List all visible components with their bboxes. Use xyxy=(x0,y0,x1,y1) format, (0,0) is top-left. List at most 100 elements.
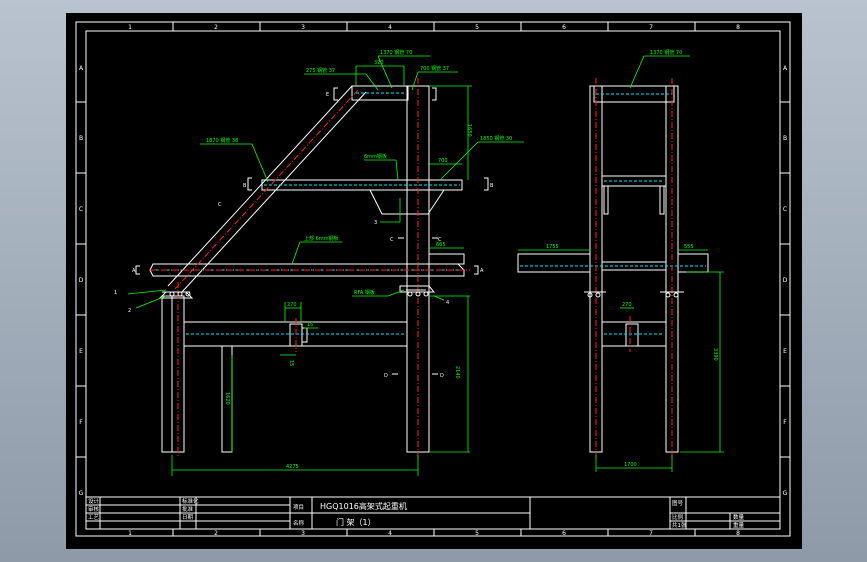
callout-top-pipe: 1370 钢管 70 xyxy=(380,49,412,56)
side-callout-top-pipe: 1370 钢管 70 xyxy=(650,49,682,56)
side-view: 1370 钢管 70 1755 555 270 3390 1700 xyxy=(517,49,724,472)
tb-project-value: HGQ1016高架式起重机 xyxy=(320,501,407,511)
dim-mid-width: 700 xyxy=(438,158,448,164)
dim-left-leg-height: 1620 xyxy=(224,392,230,405)
col-number-bottom: 1 xyxy=(128,530,132,537)
dim-joint-small-1: 15 xyxy=(307,322,313,328)
title-block: 设计 审核 工艺 标准化 批准 日期 项目 名称 HGQ1016高架式起重机 门… xyxy=(85,496,781,530)
tb-label-date: 日期 xyxy=(182,514,194,521)
side-structure xyxy=(517,85,709,453)
section-a-left: A xyxy=(132,268,136,274)
tb-label-process: 工艺 xyxy=(88,514,100,521)
tb-label-design: 设计 xyxy=(88,497,100,505)
col-number-bottom: 4 xyxy=(388,530,392,537)
part-number: 3 xyxy=(374,220,377,226)
col-number-top: 4 xyxy=(388,24,392,31)
tb-sheets: 共1张 xyxy=(672,521,687,529)
col-number-top: 8 xyxy=(736,24,740,31)
title-block-text: 设计 审核 工艺 标准化 批准 日期 项目 名称 HGQ1016高架式起重机 门… xyxy=(88,497,745,529)
col-number-bottom: 5 xyxy=(475,530,479,537)
front-dimension-text: 1370 钢管 70 275 钢管 37 320 700 钢管 37 1870 … xyxy=(206,49,512,470)
tb-label-standard: 标准化 xyxy=(182,497,199,505)
section-a-right: A xyxy=(480,268,484,274)
callout-diag-pipe: 1870 钢管 38 xyxy=(206,137,238,144)
tb-label-review: 审核 xyxy=(88,505,100,513)
callout-plate: 6mm钢板 xyxy=(364,153,387,160)
col-number-bottom: 7 xyxy=(649,530,653,537)
tb-name-label: 名称 xyxy=(293,519,305,527)
side-dim-right-arm: 555 xyxy=(684,244,694,250)
row-letter-left: G xyxy=(79,490,84,497)
row-letter-right: D xyxy=(783,277,788,284)
col-number-top: 7 xyxy=(649,24,653,31)
section-d-left: D xyxy=(384,373,388,379)
callout-mid-pipe: 1850 钢管 30 xyxy=(480,135,512,142)
section-e: E xyxy=(326,92,329,98)
part-number: 4 xyxy=(446,300,449,306)
col-number-bottom: 3 xyxy=(301,530,305,537)
part-number: 1 xyxy=(114,290,117,296)
tb-drawing-no: 图号 xyxy=(672,499,684,507)
front-section-letters: A A B B C C D D E C 1 2 3 4 xyxy=(114,92,494,379)
dim-top-width: 320 xyxy=(374,60,384,66)
side-dimension-lines xyxy=(518,55,724,472)
front-view: 1370 钢管 70 275 钢管 37 320 700 钢管 37 1870 … xyxy=(114,49,524,476)
paper xyxy=(66,13,802,549)
row-letter-left: B xyxy=(79,135,83,142)
section-c-left: C xyxy=(390,237,394,243)
col-number-top: 3 xyxy=(301,24,305,31)
zone-ticks xyxy=(76,22,790,536)
callout-bracket: RFA 钢板 xyxy=(354,289,375,296)
part-number: 2 xyxy=(128,308,131,314)
col-number-top: 5 xyxy=(475,24,479,31)
tb-name-value: 门 架（1） xyxy=(336,517,376,527)
col-number-top: 6 xyxy=(562,24,566,31)
side-dim-left-arm: 1755 xyxy=(546,244,559,250)
side-hidden-lines xyxy=(520,93,706,335)
row-letter-right: A xyxy=(783,65,788,72)
section-c-right: C xyxy=(438,237,442,243)
tb-weight: 重量 xyxy=(733,521,745,529)
zone-labels: 1 2 3 4 5 6 7 8 1 2 3 4 5 6 7 8 A B C D … xyxy=(79,24,788,537)
row-letter-left: E xyxy=(79,348,83,355)
tb-scale: 比例 xyxy=(672,513,684,521)
side-dim-joint: 270 xyxy=(622,302,632,308)
front-dimension-lines xyxy=(127,55,524,476)
dim-side-height: 1650 xyxy=(466,124,472,137)
callout-upper-pipe: 700 钢管 37 xyxy=(420,65,449,72)
row-letter-left: D xyxy=(79,277,84,284)
section-d-right: D xyxy=(440,373,444,379)
front-bolts xyxy=(162,289,429,297)
side-dimension-text: 1370 钢管 70 1755 555 270 3390 1700 xyxy=(546,49,718,468)
callout-bottom-plate: 上部 6mm钢板 xyxy=(304,235,339,242)
dim-right-leg-height: 2140 xyxy=(454,366,460,379)
tb-quantity: 数量 xyxy=(733,513,745,521)
col-number-bottom: 2 xyxy=(214,530,218,537)
row-letter-right: E xyxy=(783,348,787,355)
outer-frame xyxy=(75,21,791,537)
dim-right-arm: 665 xyxy=(436,242,446,248)
section-b-left: B xyxy=(243,183,247,189)
row-letter-left: A xyxy=(79,65,84,72)
row-letter-right: F xyxy=(783,419,787,426)
dim-joint-small-2: 15 xyxy=(288,360,294,366)
col-number-top: 2 xyxy=(214,24,218,31)
tb-project-label: 项目 xyxy=(293,504,304,511)
title-block-grid xyxy=(85,496,781,530)
dim-joint: 270 xyxy=(287,302,297,308)
side-dim-base: 1700 xyxy=(624,462,637,468)
side-center-lines xyxy=(595,78,673,458)
row-letter-right: G xyxy=(783,490,788,497)
side-dim-height: 3390 xyxy=(712,348,718,361)
row-letter-right: C xyxy=(783,206,787,213)
col-number-bottom: 8 xyxy=(736,530,740,537)
front-section-brackets xyxy=(135,87,489,375)
row-letter-left: F xyxy=(79,419,83,426)
dim-span: 4275 xyxy=(286,464,299,470)
tb-label-approve: 批准 xyxy=(182,505,194,513)
side-bolts xyxy=(584,291,684,298)
row-letter-right: B xyxy=(783,135,787,142)
callout-pipe-small: 275 钢管 37 xyxy=(306,67,335,74)
section-b-right: B xyxy=(490,183,494,189)
